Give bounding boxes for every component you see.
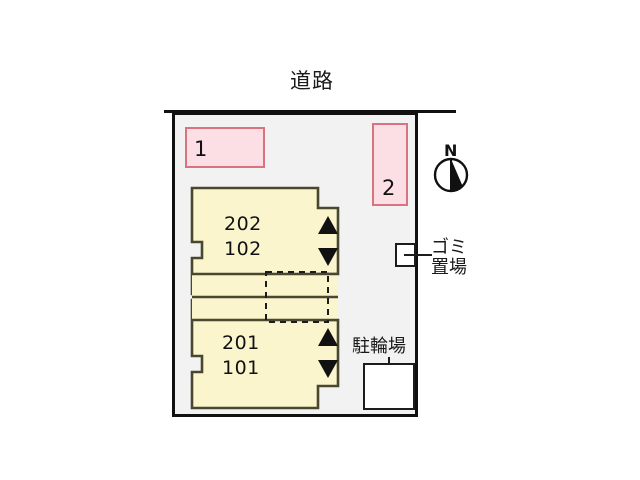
- unit-labels-upper: 202 102: [224, 212, 314, 262]
- bicycle-parking-box: [363, 363, 415, 410]
- compass-north-label: N: [444, 141, 457, 160]
- stair-down-arrow-upper: [318, 248, 338, 266]
- compass-needle: [451, 159, 463, 191]
- garbage-label-line2: 置場: [431, 257, 467, 278]
- unit-labels-lower: 201 101: [222, 331, 312, 381]
- entry-canopy-dashed-outline: [265, 271, 329, 323]
- garbage-area-label: ゴミ 置場: [431, 238, 487, 278]
- stair-down-arrow-lower: [318, 360, 338, 378]
- stair-up-arrow-upper: [318, 216, 338, 234]
- bicycle-parking-label: 駐輪場: [352, 336, 406, 357]
- building-footprint: [190, 186, 340, 410]
- unit-label-101: 101: [222, 357, 260, 379]
- unit-label-202: 202: [224, 213, 262, 235]
- stair-up-arrow-lower: [318, 328, 338, 346]
- unit-label-102: 102: [224, 238, 262, 260]
- parking-stall-2[interactable]: 2: [372, 123, 408, 206]
- compass-icon: N: [433, 141, 469, 193]
- parking-stall-1-number: 1: [194, 137, 208, 161]
- road-label: 道路: [290, 69, 334, 93]
- unit-label-201: 201: [222, 332, 260, 354]
- garbage-leader-line: [404, 254, 432, 256]
- parking-stall-1[interactable]: 1: [185, 127, 265, 168]
- road-boundary-line: [164, 110, 456, 113]
- parking-stall-2-number: 2: [382, 176, 396, 200]
- garbage-label-line1: ゴミ: [431, 237, 467, 258]
